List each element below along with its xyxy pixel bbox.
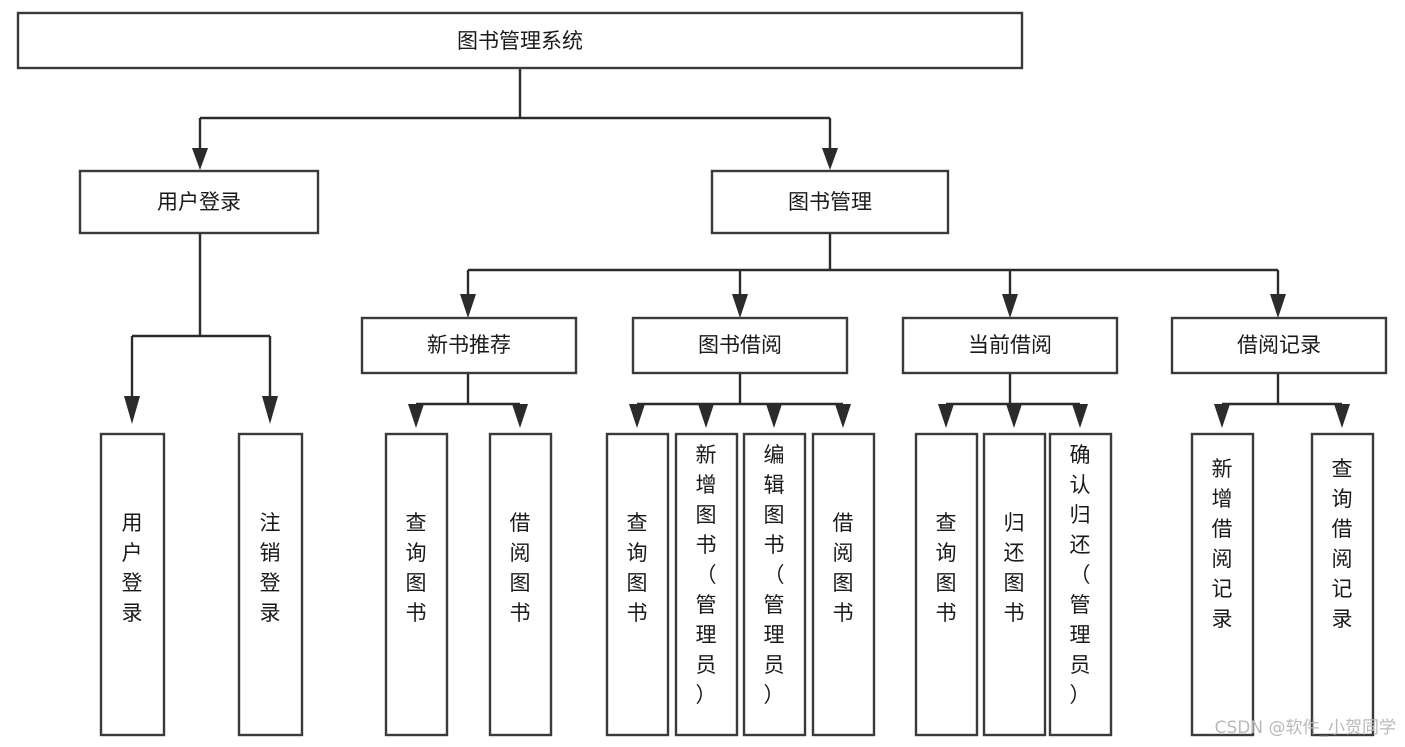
node-leaf-add-borrow-record-label: 新增借阅记录 (1212, 457, 1233, 631)
node-book-borrow-rect[interactable] (631, 316, 849, 375)
node-current-borrow[interactable]: 当前借阅 (901, 316, 1119, 375)
node-book-borrow-label: 图书借阅 (698, 333, 782, 357)
arrow-head-leaf-return-book (1006, 404, 1022, 428)
node-leaf-query-book[interactable]: 查询图书 (605, 432, 670, 737)
node-book-manage[interactable]: 图书管理 (710, 169, 950, 235)
node-leaf-borrow-book[interactable]: 借阅图书 (811, 432, 876, 737)
node-user-login[interactable]: 用户登录 (78, 169, 320, 235)
node-leaf-query-book-rect[interactable] (605, 432, 670, 737)
node-leaf-borrow-book-recommend[interactable]: 借阅图书 (488, 432, 553, 737)
node-new-book-recommend-rect[interactable] (360, 316, 578, 375)
node-leaf-edit-book-admin[interactable]: 编辑图书（管理员） (742, 432, 807, 737)
node-user-login-label: 用户登录 (157, 190, 241, 214)
node-leaf-return-book-rect[interactable] (982, 432, 1047, 737)
node-book-borrow[interactable]: 图书借阅 (631, 316, 849, 375)
arrow-head-leaf-user-login (124, 396, 140, 424)
watermark-label: CSDN @软件_小贺同学 (1215, 718, 1396, 738)
node-leaf-query-book-current-label: 查询图书 (936, 511, 957, 625)
node-user-login-rect[interactable] (78, 169, 320, 235)
node-leaf-add-book-admin-rect[interactable] (674, 432, 739, 737)
arrow-head-leaf-query-book-current (938, 404, 954, 428)
arrow-head-user-login (192, 148, 208, 170)
node-leaf-borrow-book-label: 借阅图书 (833, 511, 854, 625)
node-leaf-confirm-return-admin-rect[interactable] (1048, 432, 1113, 737)
node-leaf-query-book-current-rect[interactable] (914, 432, 979, 737)
node-leaf-logout-label: 注销登录 (260, 511, 281, 625)
node-leaf-query-borrow-record[interactable]: 查询借阅记录 (1310, 432, 1375, 737)
arrow-head-current-borrow (1002, 294, 1018, 318)
arrow-head-leaf-confirm-return-admin (1072, 404, 1088, 428)
arrow-head-book-borrow (732, 294, 748, 318)
node-leaf-edit-book-admin-label: 编辑图书（管理员） (764, 443, 785, 707)
node-leaf-add-book-admin-label: 新增图书（管理员） (696, 443, 717, 707)
arrow-head-leaf-edit-book-admin (766, 404, 782, 428)
node-leaf-user-login-rect[interactable] (99, 432, 166, 737)
node-borrow-record-label: 借阅记录 (1237, 333, 1321, 357)
node-leaf-query-book-recommend[interactable]: 查询图书 (384, 432, 449, 737)
node-leaf-query-book-recommend-rect[interactable] (384, 432, 449, 737)
arrow-head-leaf-add-borrow-record (1214, 404, 1230, 428)
node-current-borrow-rect[interactable] (901, 316, 1119, 375)
arrow-head-leaf-query-book-recommend (408, 404, 424, 428)
node-leaf-user-login-label: 用户登录 (122, 511, 143, 625)
node-book-manage-rect[interactable] (710, 169, 950, 235)
node-new-book-recommend[interactable]: 新书推荐 (360, 316, 578, 375)
node-book-manage-label: 图书管理 (788, 190, 872, 214)
node-leaf-add-borrow-record-rect[interactable] (1190, 432, 1255, 737)
node-leaf-user-login[interactable]: 用户登录 (99, 432, 166, 737)
node-root-label: 图书管理系统 (457, 29, 583, 53)
arrow-head-new-book-recommend (460, 294, 476, 318)
arrow-head-leaf-borrow-book-recommend (512, 404, 528, 428)
node-borrow-record[interactable]: 借阅记录 (1170, 316, 1388, 375)
node-current-borrow-label: 当前借阅 (968, 333, 1052, 357)
arrow-head-leaf-add-book-admin (698, 404, 714, 428)
node-leaf-return-book[interactable]: 归还图书 (982, 432, 1047, 737)
connector-layer (124, 68, 1350, 428)
node-leaf-borrow-book-rect[interactable] (811, 432, 876, 737)
arrow-head-book-manage (822, 148, 838, 170)
arrow-head-leaf-logout (262, 396, 278, 424)
node-leaf-query-borrow-record-label: 查询借阅记录 (1332, 457, 1353, 631)
arrow-head-borrow-record (1270, 294, 1286, 318)
node-leaf-edit-book-admin-rect[interactable] (742, 432, 807, 737)
node-new-book-recommend-label: 新书推荐 (427, 333, 511, 357)
node-leaf-borrow-book-recommend-rect[interactable] (488, 432, 553, 737)
node-root[interactable]: 图书管理系统 (16, 11, 1024, 70)
node-root-rect[interactable] (16, 11, 1024, 70)
node-leaf-add-borrow-record[interactable]: 新增借阅记录 (1190, 432, 1255, 737)
arrow-head-leaf-query-borrow-record (1334, 404, 1350, 428)
node-leaf-confirm-return-admin[interactable]: 确认归还（管理员） (1048, 432, 1113, 737)
node-leaf-logout-rect[interactable] (237, 432, 304, 737)
node-borrow-record-rect[interactable] (1170, 316, 1388, 375)
node-leaf-query-book-current[interactable]: 查询图书 (914, 432, 979, 737)
arrow-head-leaf-query-book (629, 404, 645, 428)
node-leaf-borrow-book-recommend-label: 借阅图书 (510, 511, 531, 625)
node-leaf-add-book-admin[interactable]: 新增图书（管理员） (674, 432, 739, 737)
node-leaf-query-book-recommend-label: 查询图书 (406, 511, 427, 625)
node-leaf-query-borrow-record-rect[interactable] (1310, 432, 1375, 737)
node-leaf-query-book-label: 查询图书 (627, 511, 648, 625)
node-leaf-confirm-return-admin-label: 确认归还（管理员） (1070, 443, 1091, 707)
node-leaf-logout[interactable]: 注销登录 (237, 432, 304, 737)
node-leaf-return-book-label: 归还图书 (1004, 511, 1025, 625)
arrow-head-leaf-borrow-book (835, 404, 851, 428)
